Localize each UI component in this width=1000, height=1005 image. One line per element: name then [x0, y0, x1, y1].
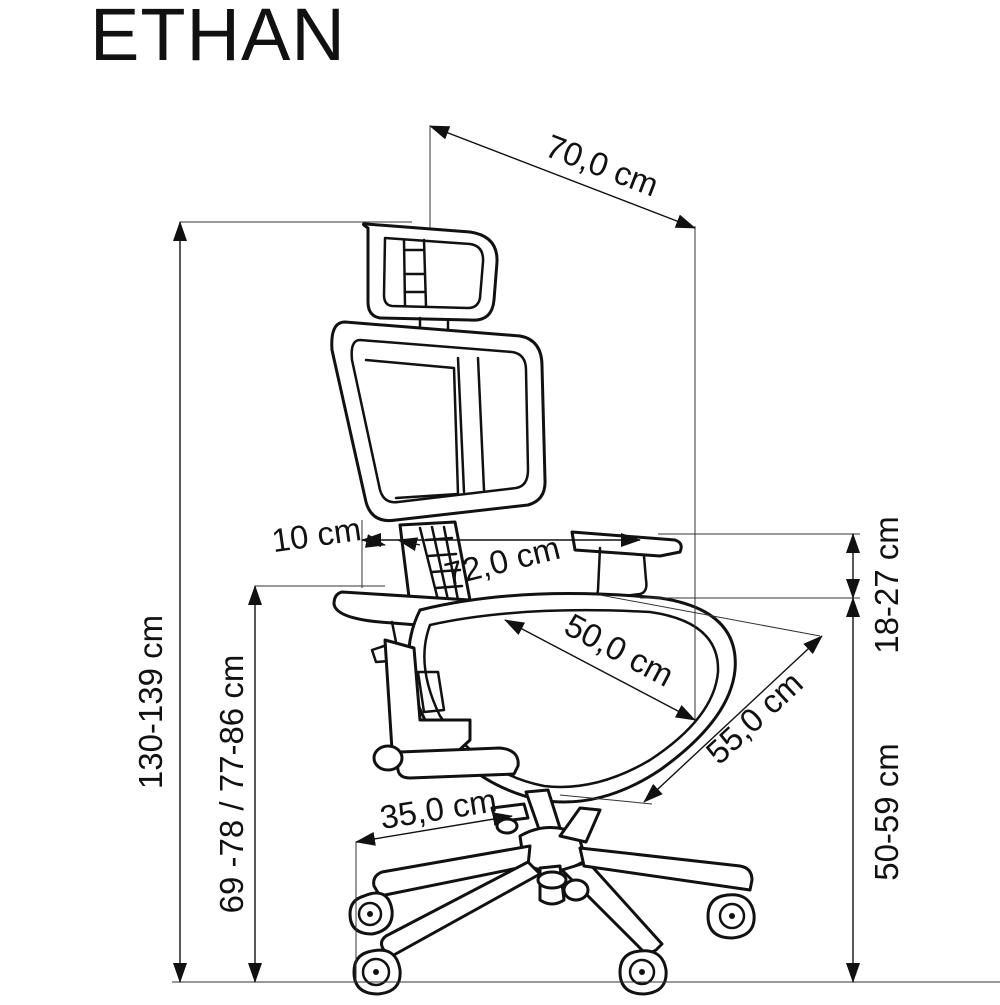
product-title: ETHAN	[90, 0, 346, 76]
label-lumbar: 10 cm	[269, 510, 363, 559]
label-total-height: 130-139 cm	[132, 615, 169, 789]
dimension-lines	[173, 125, 860, 983]
label-seat-height: 50-59 cm	[868, 743, 905, 881]
label-backrest-heights: 69 -78 / 77-86 cm	[213, 655, 250, 914]
caster-bottom-right	[618, 949, 668, 996]
caster-front-left	[348, 891, 394, 936]
caster-right	[706, 893, 756, 940]
label-armrest-height: 18-27 cm	[868, 516, 905, 654]
caster-bottom-left	[352, 948, 402, 996]
chair-outline	[330, 222, 756, 996]
